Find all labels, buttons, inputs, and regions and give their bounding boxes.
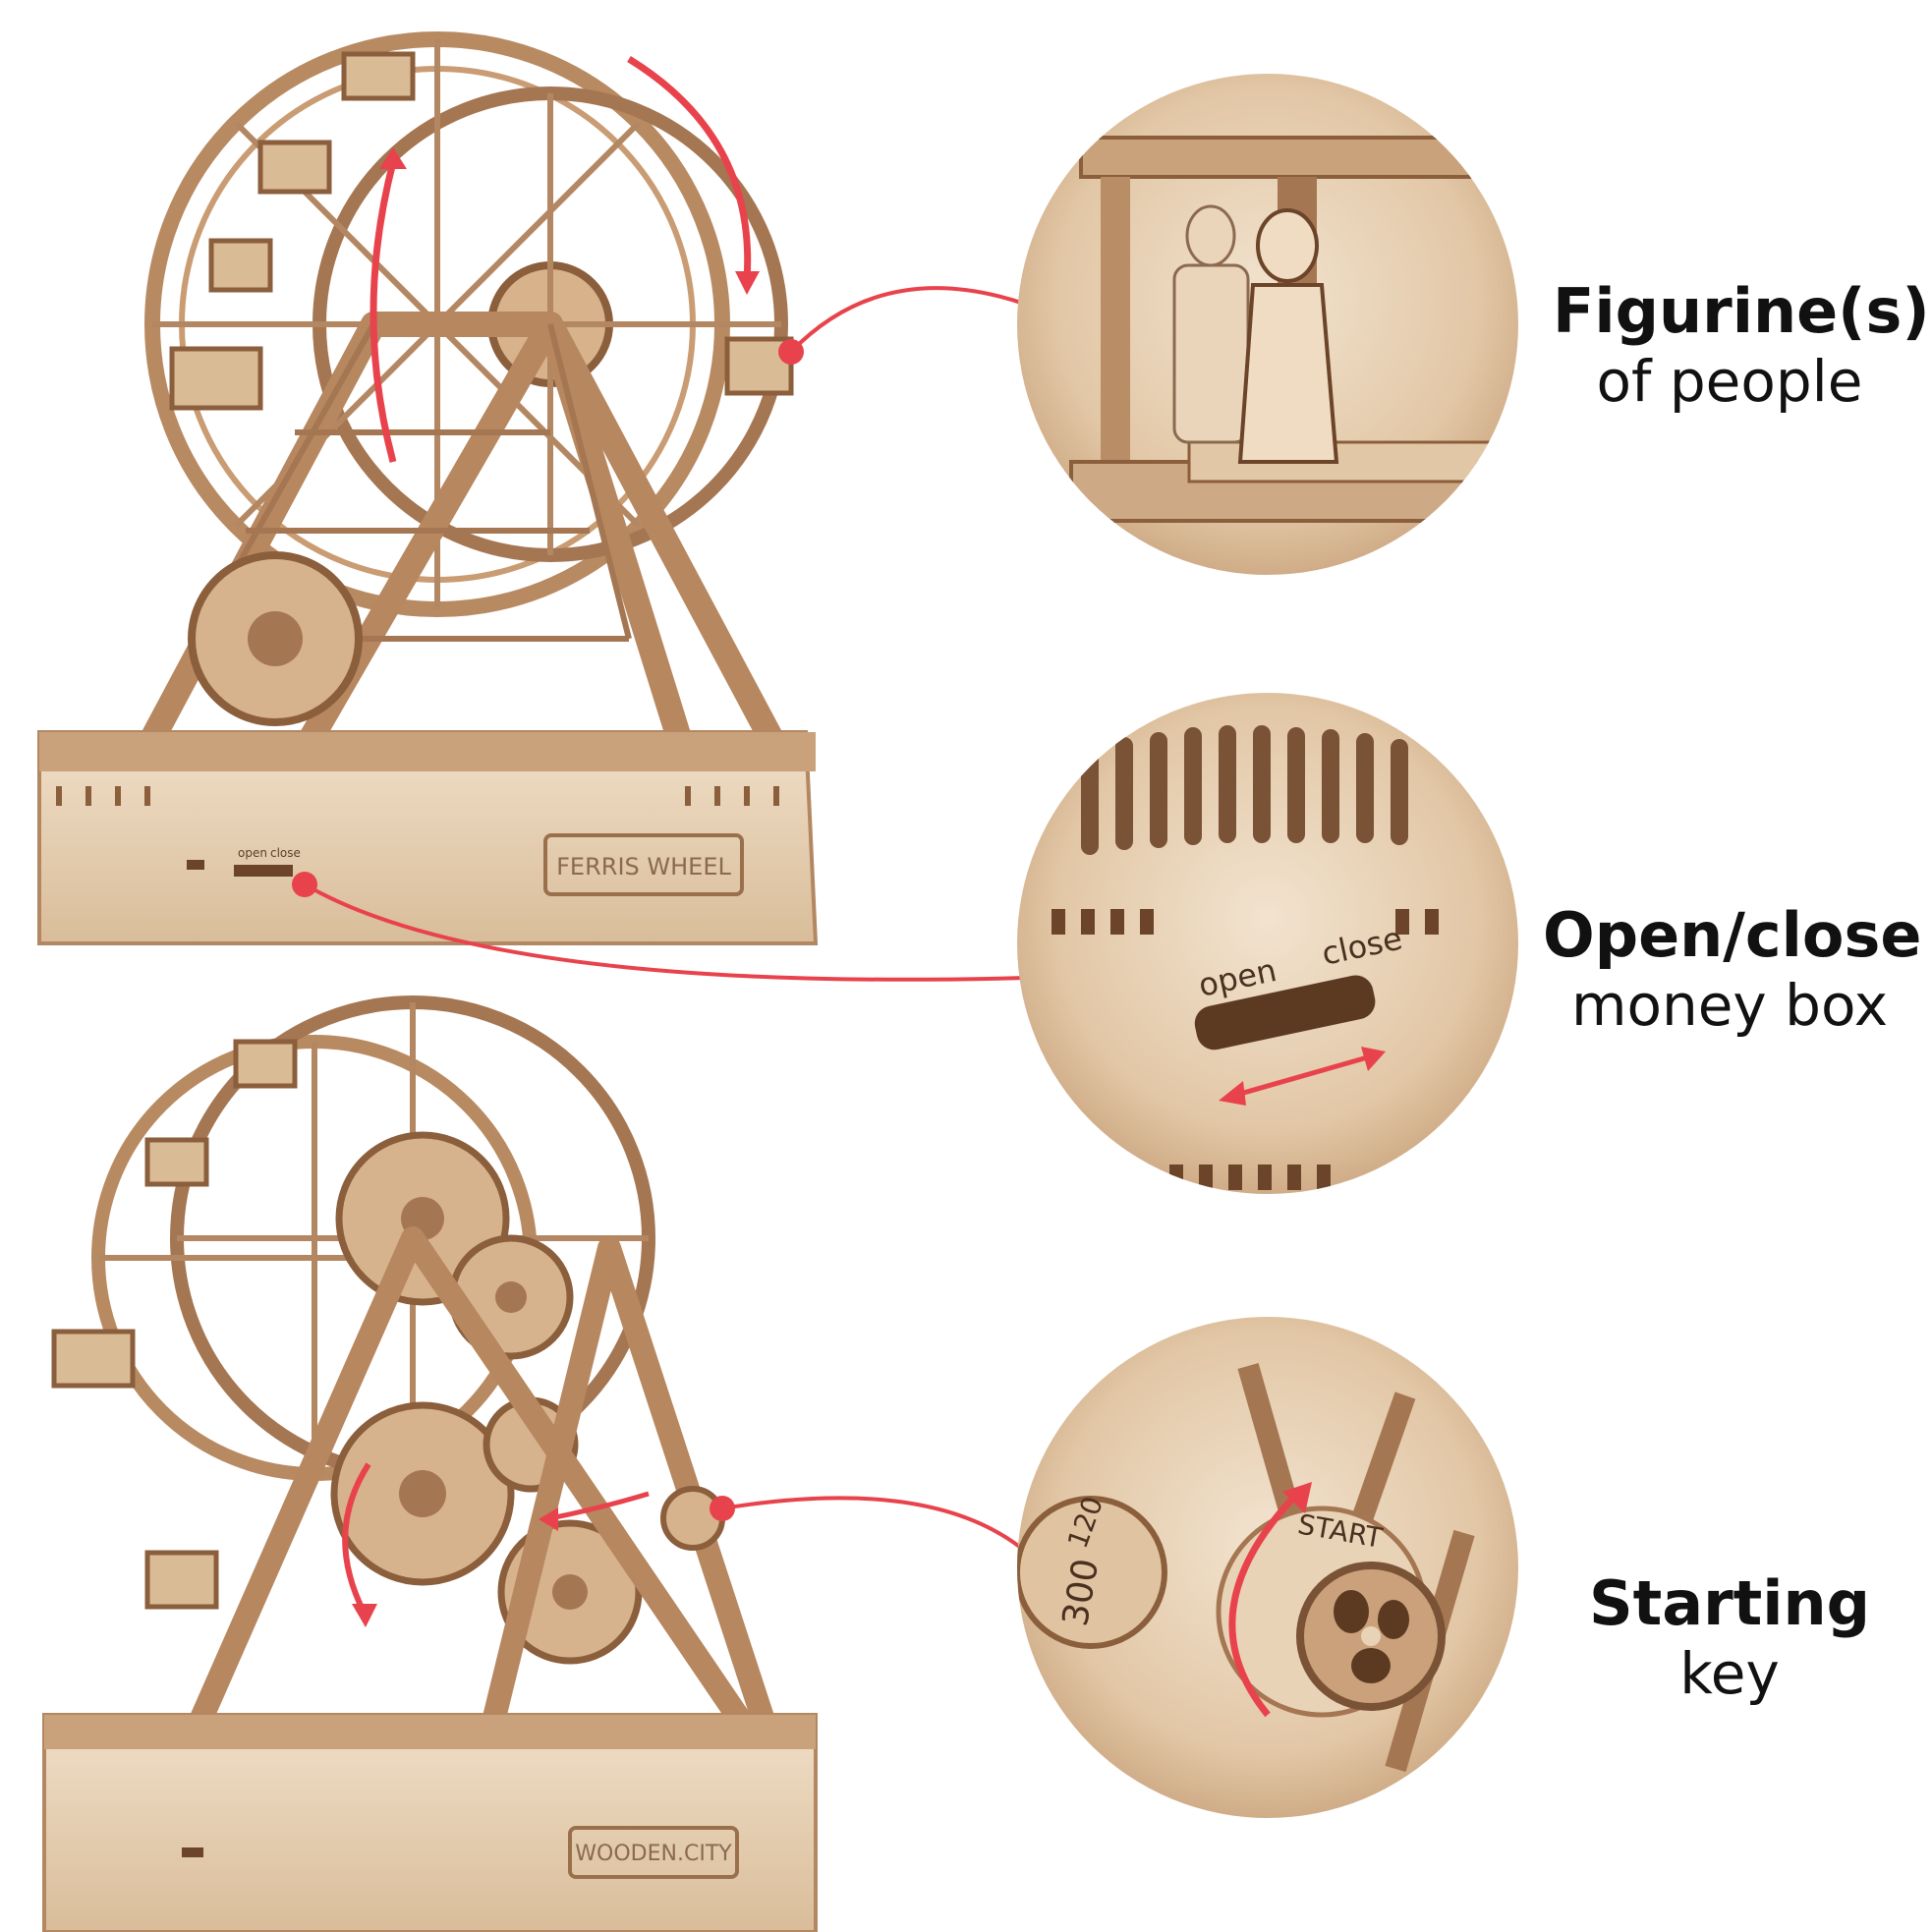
starting-key [1296,1562,1446,1711]
feature-subtitle-figurines: of people [1596,348,1863,416]
feature-label-starting-key: Starting key [1572,1567,1887,1709]
zoom-circle-figurines [1017,74,1518,575]
brand-plate-text: WOODEN.CITY [575,1842,732,1866]
switch-close-text: close [270,846,301,860]
feature-title-figurines: Figurine(s) [1553,275,1930,347]
callout-lines [303,286,1029,1555]
feature-label-money-box: Open/close money box [1543,899,1922,1041]
zoom-circle-money-box: open close [1017,693,1518,1194]
nameplate-text: FERRIS WHEEL [556,853,731,881]
figurine-man [1172,204,1250,444]
zoom-circle-starting-key: 120 300 START [1017,1317,1518,1818]
callout-dots [292,339,804,1521]
switch-open-text: open [238,846,267,860]
ferris-wheel-back-view: WOODEN.CITY [42,995,818,1932]
figurine-woman [1237,208,1339,464]
feature-subtitle-starting-key: key [1679,1640,1780,1708]
feature-subtitle-money-box: money box [1570,972,1889,1040]
ferris-wheel-front-view: FERRIS WHEEL open close [37,31,819,945]
feature-label-figurines: Figurine(s) of people [1553,275,1930,417]
feature-title-money-box: Open/close [1543,899,1922,971]
feature-title-starting-key: Starting [1588,1567,1871,1639]
